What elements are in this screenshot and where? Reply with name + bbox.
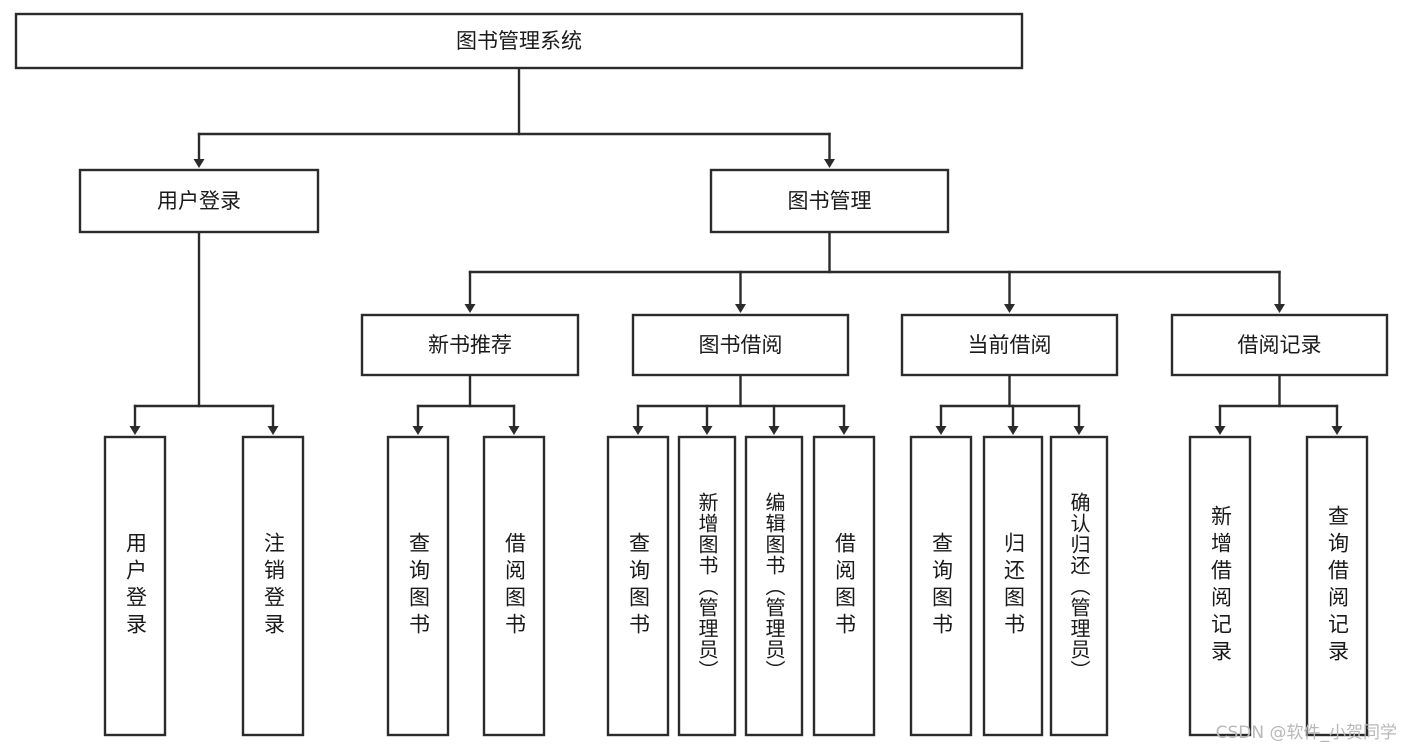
node-leaf-10-rect[interactable]: [1049, 435, 1109, 737]
node-leaf-0-rect[interactable]: [103, 435, 167, 737]
node-leaf-11[interactable]: [1188, 435, 1252, 737]
node-level3-1-rect[interactable]: [631, 313, 850, 377]
node-level3-3-rect[interactable]: [1170, 313, 1389, 377]
node-level3-1-label: 图书借阅: [699, 333, 783, 357]
node-level2-1-rect[interactable]: [709, 168, 950, 234]
node-level3-0-label: 新书推荐: [428, 333, 512, 357]
node-leaf-8-rect[interactable]: [909, 435, 973, 737]
node-level2-0-rect[interactable]: [78, 168, 320, 234]
node-leaf-0[interactable]: [103, 435, 167, 737]
node-leaf-11-rect[interactable]: [1188, 435, 1252, 737]
node-leaf-9-rect[interactable]: [982, 435, 1044, 737]
node-leaf-7[interactable]: [812, 435, 876, 737]
node-leaf-9[interactable]: [982, 435, 1044, 737]
node-level2-0[interactable]: 用户登录: [78, 168, 320, 234]
node-leaf-4-rect[interactable]: [606, 435, 670, 737]
node-leaf-4[interactable]: [606, 435, 670, 737]
node-leaf-12-rect[interactable]: [1305, 435, 1369, 737]
node-level3-0[interactable]: 新书推荐: [360, 313, 580, 377]
node-leaf-12[interactable]: [1305, 435, 1369, 737]
node-leaf-1-rect[interactable]: [241, 435, 305, 737]
node-leaf-3[interactable]: [482, 435, 546, 737]
node-level3-0-rect[interactable]: [360, 313, 580, 377]
connector-layer: [129, 66, 1343, 435]
node-level3-2[interactable]: 当前借阅: [900, 313, 1119, 377]
csdn-watermark: CSDN @软件_小贺同学: [1215, 723, 1397, 743]
node-level3-3-label: 借阅记录: [1238, 333, 1322, 357]
node-root[interactable]: 图书管理系统: [14, 12, 1024, 70]
node-root-rect[interactable]: [14, 12, 1024, 70]
node-leaf-2-rect[interactable]: [386, 435, 450, 737]
node-level3-2-label: 当前借阅: [968, 333, 1052, 357]
node-leaf-8[interactable]: [909, 435, 973, 737]
node-level3-3[interactable]: 借阅记录: [1170, 313, 1389, 377]
node-leaf-1[interactable]: [241, 435, 305, 737]
node-root-label: 图书管理系统: [456, 29, 582, 53]
node-leaf-6-rect[interactable]: [744, 435, 804, 737]
node-leaf-10[interactable]: [1049, 435, 1109, 737]
node-leaf-6[interactable]: [744, 435, 804, 737]
node-leaf-3-rect[interactable]: [482, 435, 546, 737]
node-leaf-5-rect[interactable]: [677, 435, 737, 737]
node-level2-0-label: 用户登录: [157, 189, 241, 213]
node-level3-1[interactable]: 图书借阅: [631, 313, 850, 377]
node-level2-1-label: 图书管理: [788, 189, 872, 213]
node-level2-1[interactable]: 图书管理: [709, 168, 950, 234]
node-leaf-5[interactable]: [677, 435, 737, 737]
node-leaf-2[interactable]: [386, 435, 450, 737]
node-leaf-7-rect[interactable]: [812, 435, 876, 737]
node-level3-2-rect[interactable]: [900, 313, 1119, 377]
